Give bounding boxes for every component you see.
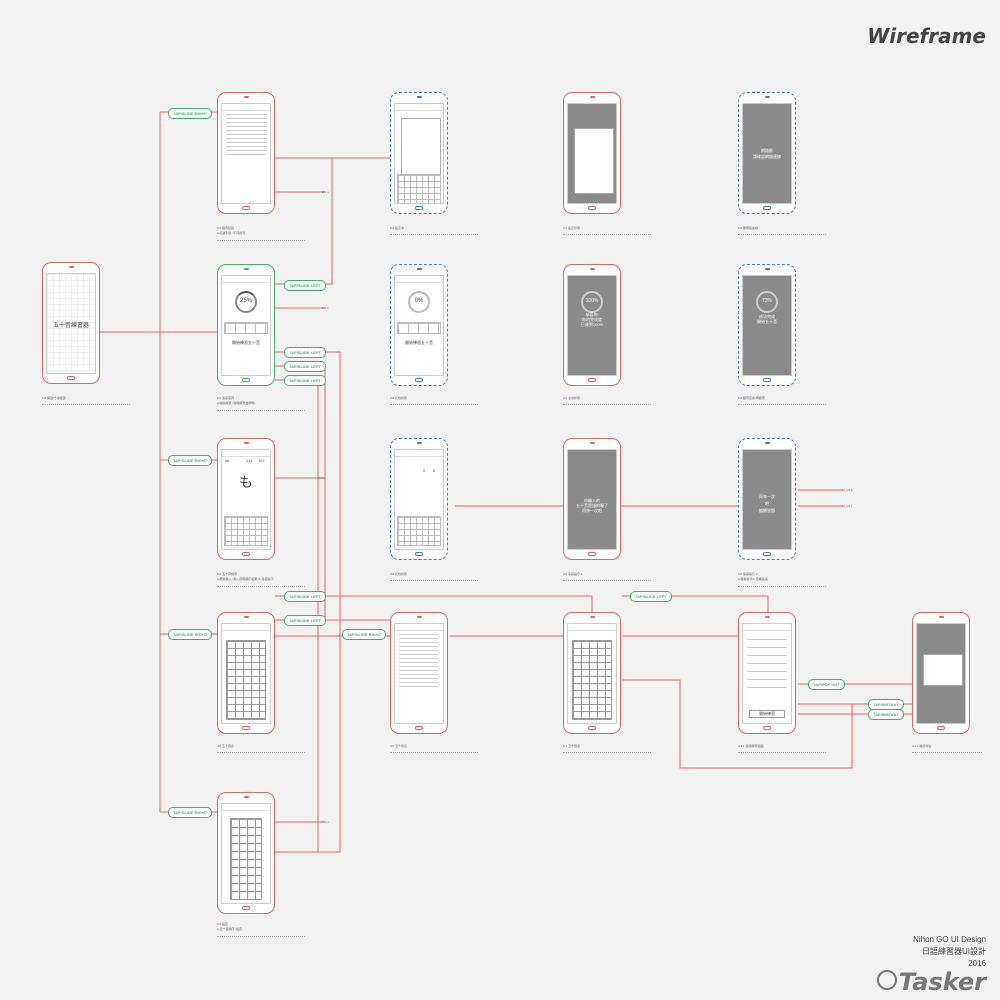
caption-home: 1.0 開啟/十畫面首 xyxy=(42,396,66,400)
phone-s20d: 100% 恭喜你! 你的完成度 已達到100% xyxy=(563,264,621,386)
caption-s411: 4.1.1 選擇練習範圍 xyxy=(738,744,764,748)
transition-tag: TAP/SLIDE RIGHT xyxy=(168,108,213,119)
phone-s50[interactable] xyxy=(217,92,275,214)
footer-project-zh: 日語練習器UI設計 xyxy=(922,947,986,956)
caption-s60c: 6.0 設定狀態 xyxy=(563,226,581,230)
flow-note: 3.0 c xyxy=(846,504,853,508)
phone-s30c: 0 0 xyxy=(390,438,448,560)
transition-tag: TAP/SLIDE LEFT xyxy=(630,591,672,602)
phone-s60c xyxy=(563,92,621,214)
flow-note: 7.0 a xyxy=(322,820,329,824)
caption-s40: 4.0 五十音表 xyxy=(217,744,235,748)
transition-tag: TAP/SLIDE LEFT xyxy=(284,615,326,626)
caption-s41: 4.1 五十音表 xyxy=(563,744,581,748)
flow-note: 2.0 b xyxy=(322,306,329,310)
phone-s20e: 73% 成功完成 開始五十音 xyxy=(738,264,796,386)
phone-s411[interactable]: 開始練習 xyxy=(738,612,796,734)
phone-s40b xyxy=(390,612,448,734)
phone-s60b xyxy=(390,92,448,214)
transition-tag: TAP/SLIDE LEFT xyxy=(284,361,326,372)
phone-s41[interactable] xyxy=(563,612,621,734)
footer-year: 2016 xyxy=(968,959,986,968)
footer-credits: Nihon GO UI Design 日語練習器UI設計 2016 xyxy=(913,934,986,970)
phone-home: 五十音練習器 xyxy=(42,262,100,384)
phone-s60d: 網路斷 請確認網路連線 xyxy=(738,92,796,214)
phone-s40[interactable] xyxy=(217,612,275,734)
phone-s30d: 你輸入的 五十音是錯的喔了 再來一次吧 xyxy=(563,438,621,560)
caption-s30d: 3.0 答錯提示 1 xyxy=(563,572,583,576)
caption-s20e: 2.0 練習完成/再練習 xyxy=(738,396,765,400)
caption-s20d: 2.0 達成狀態 xyxy=(563,396,581,400)
caption-s60b: 6.0 設定中 xyxy=(390,226,405,230)
phone-s30e: 再來一次 吧 繼續答題 xyxy=(738,438,796,560)
transition-tag: TAP/SLIDE RIGHT xyxy=(168,629,213,640)
flow-note: 3.0 a xyxy=(318,476,325,480)
transition-tag: TAP/SLIDE RIGHT xyxy=(342,629,387,640)
flow-note: 3.0 b xyxy=(846,488,853,492)
caption-s30c: 3.0 初始狀態 xyxy=(390,572,408,576)
flow-note: 2.0 a xyxy=(322,190,329,194)
transition-tag: TAP/SLIDE RIGHT xyxy=(168,455,213,466)
tasker-logo: Tasker xyxy=(876,968,986,996)
transition-tag: TAP/SLIDE LEFT xyxy=(284,280,326,291)
phone-s60[interactable] xyxy=(217,792,275,914)
transition-tag: TAP/SLIDE LEFT xyxy=(284,375,326,386)
phone-s412 xyxy=(912,612,970,734)
phone-s20c: 0% 開始練習五十音 xyxy=(390,264,448,386)
caption-s20c: 2.0 初始狀態 xyxy=(390,396,408,400)
caption-s412: 4.1.2 確認視窗 xyxy=(912,744,932,748)
home-title: 五十音練習器 xyxy=(52,323,89,329)
transition-tag: TAP/SLIDE RIGHT xyxy=(168,807,213,818)
start-practice-button[interactable]: 開始練習 xyxy=(749,710,785,718)
phone-s30[interactable]: su 141 157 も xyxy=(217,438,275,560)
transition-tag: TAP/SLIDE LEFT xyxy=(284,591,326,602)
transition-tag: TAP/SLIDE LEFT xyxy=(284,347,326,358)
footer-project: Nihon GO UI Design xyxy=(913,935,986,944)
transition-tag: TAP/POP OUT xyxy=(808,679,845,690)
caption-s40b: 4.0 五十音表 xyxy=(390,744,408,748)
transition-tag: TAP/INSTANT xyxy=(868,709,904,720)
phone-s20[interactable]: 25% 開始練習五十音 xyxy=(217,264,275,386)
logo-mark-icon xyxy=(876,970,897,990)
page-title: Wireframe xyxy=(867,24,986,48)
header-bar xyxy=(222,104,270,111)
caption-s60d: 6.0 無網路連線 xyxy=(738,226,759,230)
